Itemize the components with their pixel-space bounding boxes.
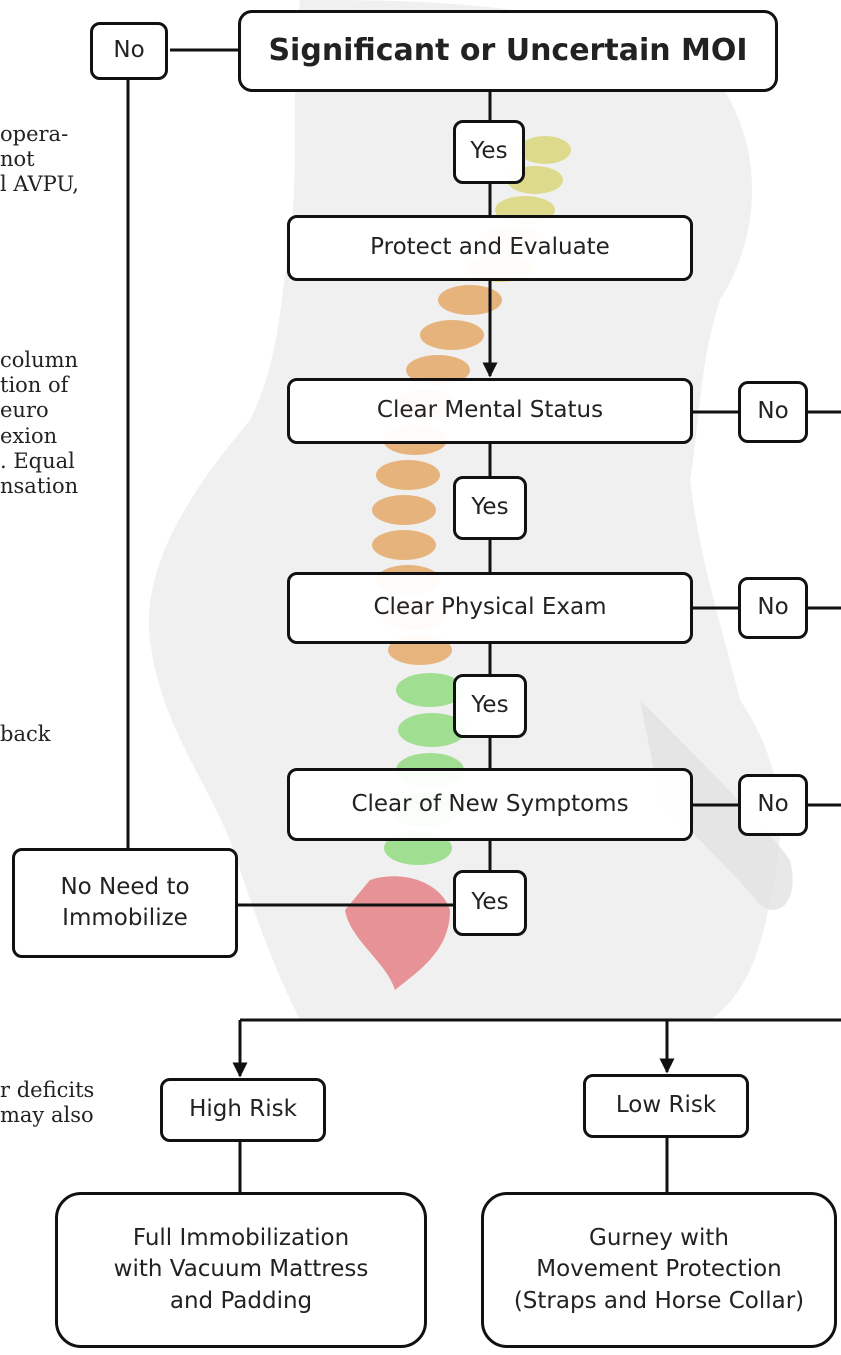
no-label: No <box>757 398 789 425</box>
full-immobilization-line: and Padding <box>169 1287 313 1314</box>
left-text-line: column <box>0 348 79 372</box>
full-immobilization-line: Full Immobilization <box>132 1225 350 1252</box>
left-text-line: tion of <box>0 373 69 398</box>
yes-label: Yes <box>470 138 508 165</box>
yes-box-1: Yes <box>453 120 525 184</box>
no-need-line: Immobilize <box>62 905 188 931</box>
left-text-block-3: back <box>0 722 50 747</box>
mental-status-label: Clear Mental Status <box>376 397 604 424</box>
left-text-line: . Equal <box>0 448 75 473</box>
yes-label: Yes <box>471 889 509 916</box>
left-text-line: opera- <box>0 122 69 146</box>
mental-status-box: Clear Mental Status <box>287 378 693 444</box>
left-text-line: may also <box>0 1103 94 1128</box>
left-text-line: euro <box>0 398 49 423</box>
yes-box-3: Yes <box>453 674 527 738</box>
protect-evaluate-box: Protect and Evaluate <box>287 215 693 281</box>
yes-box-2: Yes <box>453 476 527 540</box>
left-text-line: exion <box>0 423 58 448</box>
physical-exam-label: Clear Physical Exam <box>373 594 607 621</box>
no-need-immobilize-box: No Need to Immobilize <box>12 848 238 958</box>
no-box-symptoms: No <box>738 774 808 836</box>
protect-label: Protect and Evaluate <box>370 234 610 261</box>
full-immobilization-box: Full Immobilization with Vacuum Mattress… <box>55 1192 427 1348</box>
title-box: Significant or Uncertain MOI <box>238 10 778 92</box>
left-text-block-2: column tion of euro exion . Equal nsatio… <box>0 348 78 499</box>
left-text-line: l AVPU, <box>0 172 79 197</box>
no-label: No <box>113 37 145 64</box>
yes-label: Yes <box>471 494 509 521</box>
no-label: No <box>757 594 789 621</box>
gurney-line: Gurney with <box>589 1225 729 1252</box>
left-text-line: back <box>0 722 51 746</box>
new-symptoms-label: Clear of New Symptoms <box>351 790 629 817</box>
left-text-block-4: r deficits may also <box>0 1078 94 1128</box>
gurney-box: Gurney with Movement Protection (Straps … <box>481 1192 837 1348</box>
yes-box-4: Yes <box>453 870 527 936</box>
left-text-line: nsation <box>0 473 79 498</box>
no-box-physical: No <box>738 577 808 639</box>
left-text-line: not <box>0 147 35 172</box>
gurney-line: (Straps and Horse Collar) <box>513 1287 805 1314</box>
low-risk-label: Low Risk <box>615 1092 717 1119</box>
high-risk-label: High Risk <box>189 1096 297 1123</box>
no-box-top: No <box>90 22 168 80</box>
full-immobilization-line: with Vacuum Mattress <box>113 1256 369 1283</box>
low-risk-box: Low Risk <box>583 1074 749 1138</box>
no-box-mental: No <box>738 381 808 443</box>
page-title: Significant or Uncertain MOI <box>268 32 748 68</box>
no-label: No <box>757 791 789 818</box>
new-symptoms-box: Clear of New Symptoms <box>287 768 693 841</box>
gurney-line: Movement Protection <box>536 1256 782 1283</box>
high-risk-box: High Risk <box>160 1078 326 1142</box>
yes-label: Yes <box>471 692 509 719</box>
left-text-block-1: opera- not l AVPU, <box>0 122 79 198</box>
left-text-line: r deficits <box>0 1078 95 1102</box>
physical-exam-box: Clear Physical Exam <box>287 572 693 644</box>
no-need-line: No Need to <box>60 873 190 900</box>
